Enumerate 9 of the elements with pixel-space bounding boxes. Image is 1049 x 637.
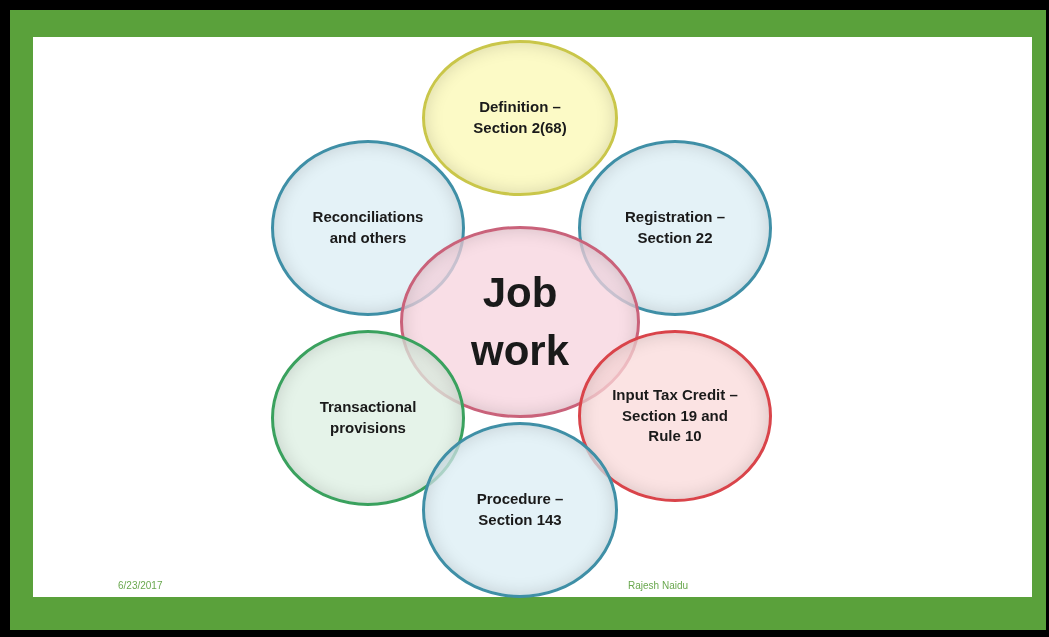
topic-text: Definition – Section 2(68) xyxy=(472,97,568,138)
topic-text: Job work xyxy=(470,268,570,376)
footer-text: Rajesh Naidu xyxy=(628,579,689,593)
footer-text: 6/23/2017 xyxy=(118,579,163,593)
topic-text: Reconciliations and others xyxy=(311,207,425,248)
topic-text: Transactional provisions xyxy=(318,397,418,438)
topic-text: Input Tax Credit – Section 19 and Rule 10 xyxy=(611,385,739,447)
topic-text: Procedure – Section 143 xyxy=(475,489,565,530)
topic-text: Registration – Section 22 xyxy=(624,207,726,248)
